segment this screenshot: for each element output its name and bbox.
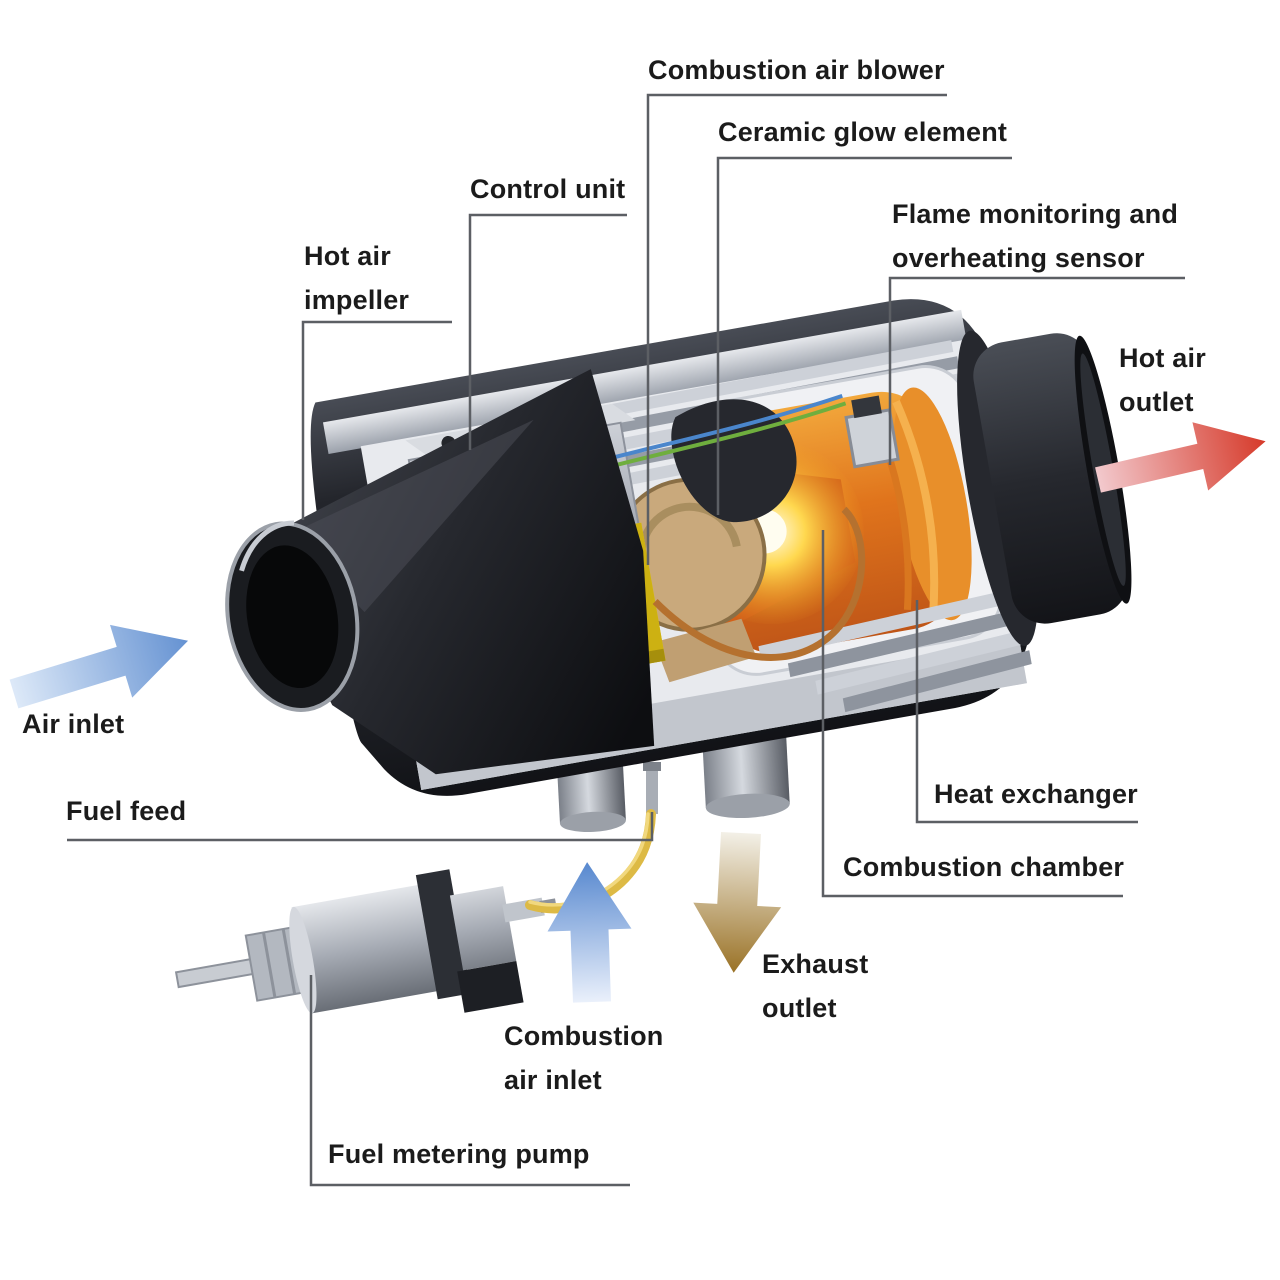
label-flame-monitoring: Flame monitoring and overheating sensor bbox=[892, 199, 1179, 273]
heater-body bbox=[225, 299, 1132, 796]
combustion-chamber-leader-line bbox=[821, 530, 1123, 898]
glow-element-mount bbox=[671, 399, 797, 523]
fuel-metering-pump-leader-line bbox=[309, 975, 630, 1187]
casing-cut-edge bbox=[322, 309, 967, 454]
label-combustion-air-inlet: Combustion air inlet bbox=[504, 1021, 664, 1095]
label-hot-air-outlet: Hot air outlet bbox=[1119, 343, 1206, 417]
label-combustion-air-blower: Combustion air blower bbox=[648, 55, 945, 85]
label-exhaust-outlet: Exhaust outlet bbox=[762, 949, 869, 1023]
ceramic-glow-element-leader-line bbox=[716, 156, 1012, 515]
combustion-air-inlet-arrow bbox=[547, 862, 632, 1003]
fuel-feed-leader-line bbox=[67, 812, 654, 842]
control-unit-leader-line bbox=[468, 213, 627, 450]
exhaust-pipe bbox=[702, 735, 790, 819]
label-ceramic-glow-element: Ceramic glow element bbox=[718, 117, 1008, 147]
flame-monitoring-leader-line bbox=[888, 276, 1185, 465]
fuel-line bbox=[525, 809, 656, 914]
label-fuel-feed: Fuel feed bbox=[66, 796, 187, 826]
label-fuel-metering-pump: Fuel metering pump bbox=[328, 1139, 590, 1169]
fuel-metering-pump bbox=[174, 869, 558, 1014]
label-combustion-chamber: Combustion chamber bbox=[843, 852, 1125, 882]
label-air-inlet: Air inlet bbox=[22, 709, 125, 739]
air-inlet-funnel bbox=[225, 369, 655, 775]
hot-air-impeller-leader-line bbox=[301, 320, 452, 520]
hot-air-outlet-port bbox=[957, 330, 1132, 646]
air-inlet-arrow bbox=[9, 624, 189, 709]
heat-exchanger-leader-line bbox=[915, 600, 1138, 824]
exhaust-outlet-arrow bbox=[693, 831, 782, 973]
hot-air-outlet-arrow bbox=[1095, 422, 1266, 493]
fuel-pipe-stub bbox=[643, 762, 661, 814]
label-hot-air-impeller: Hot air impeller bbox=[304, 241, 410, 315]
label-heat-exchanger: Heat exchanger bbox=[934, 779, 1138, 809]
combustion-air-blower-leader-line bbox=[646, 93, 947, 565]
label-control-unit: Control unit bbox=[470, 174, 626, 204]
